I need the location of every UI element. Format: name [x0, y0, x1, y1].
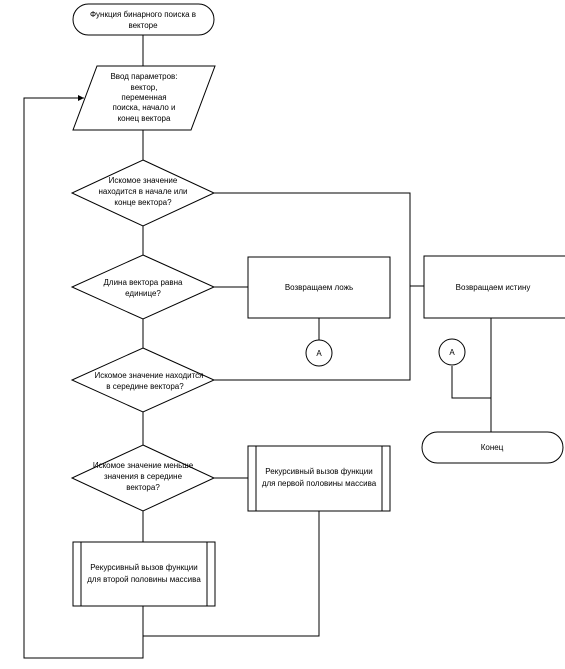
return-false-label: Возвращаем ложь: [285, 283, 353, 292]
return-true-label: Возвращаем истину: [456, 283, 531, 292]
cond-edges-line-2: конце вектора?: [114, 198, 172, 207]
cond-middle-line-0: Искомое значение находится: [94, 371, 203, 380]
cond-middle-line-1: в середине вектора?: [106, 382, 184, 391]
input-line-2: переменная: [121, 93, 166, 102]
connector-a-1: A: [305, 339, 333, 367]
process-return-false: Возвращаем ложь: [247, 256, 391, 319]
connector-a2-label: A: [449, 348, 455, 357]
start-line-0: Функция бинарного поиска в: [90, 10, 196, 19]
line-connector-end: [451, 366, 492, 432]
cond-edges-line-0: Искомое значение: [109, 176, 178, 185]
cond-edges-line-1: находится в начале или: [98, 187, 187, 196]
line-loop-back: [23, 97, 144, 659]
input-parameters: Ввод параметров: вектор, переменная поис…: [72, 65, 216, 131]
cond-less-line-2: вектора?: [126, 483, 160, 492]
end-terminator: Конец: [421, 431, 564, 464]
decision-less: Искомое значение меньше значения в серед…: [70, 444, 216, 512]
input-line-4: конец вектора: [118, 114, 171, 123]
start-terminator: Функция бинарного поиска в векторе: [72, 3, 215, 36]
flow-lines: [23, 35, 492, 659]
input-line-0: Ввод параметров:: [110, 72, 177, 81]
input-line-3: поиска, начало и: [112, 103, 175, 112]
decision-length: Длина вектора равна единице?: [70, 254, 216, 320]
connector-a-2: A: [438, 338, 466, 366]
process-return-true: Возвращаем истину: [423, 255, 565, 319]
end-label: Конец: [481, 443, 504, 452]
cond-less-line-0: Искомое значение меньше: [93, 461, 194, 470]
predefined-recursive-first: Рекурсивный вызов функции для первой пол…: [247, 445, 391, 512]
arrow-head-loop: [78, 95, 84, 101]
decision-edges: Искомое значение находится в начале или …: [70, 159, 216, 227]
connector-a1-label: A: [316, 349, 322, 358]
predefined-recursive-second: Рекурсивный вызов функции для второй пол…: [72, 541, 216, 607]
recursive-second-line-0: Рекурсивный вызов функции: [90, 563, 197, 572]
recursive-second-line-1: для второй половины массива: [87, 575, 201, 584]
recursive-first-line-0: Рекурсивный вызов функции: [265, 467, 372, 476]
line-recursive-first-return: [143, 511, 320, 637]
decision-middle: Искомое значение находится в середине ве…: [70, 347, 216, 413]
input-line-1: вектор,: [131, 83, 158, 92]
cond-length-line-1: единице?: [125, 289, 161, 298]
cond-length-line-0: Длина вектора равна: [103, 278, 183, 287]
start-line-1: векторе: [128, 21, 158, 30]
cond-less-line-1: значения в середине: [104, 472, 183, 481]
recursive-first-line-1: для первой половины массива: [262, 479, 377, 488]
